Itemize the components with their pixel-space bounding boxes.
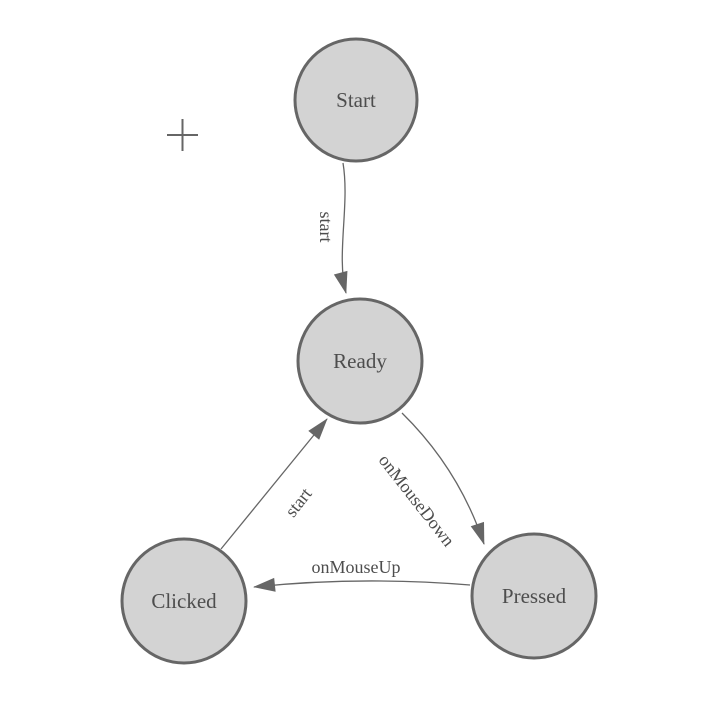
nodes-layer: Start Ready Clicked Pressed <box>120 37 598 665</box>
edge-start-to-ready[interactable] <box>333 162 348 294</box>
edge-clicked-to-ready[interactable] <box>220 418 328 550</box>
state-node-ready[interactable]: Ready <box>296 297 424 425</box>
crosshair-icon <box>167 119 198 151</box>
edge-label-start-left: start <box>281 484 316 521</box>
state-label-ready: Ready <box>333 349 387 373</box>
edges-layer <box>220 162 485 592</box>
state-node-clicked[interactable]: Clicked <box>120 537 248 665</box>
edge-label-onmouseup: onMouseUp <box>312 557 401 577</box>
state-circle-ready[interactable] <box>296 297 424 425</box>
edge-pressed-to-clicked[interactable] <box>253 577 471 592</box>
state-label-pressed: Pressed <box>502 584 567 608</box>
state-node-pressed[interactable]: Pressed <box>470 532 598 660</box>
state-circle-clicked[interactable] <box>120 537 248 665</box>
edge-ready-to-pressed[interactable] <box>401 412 485 545</box>
state-label-clicked: Clicked <box>151 589 217 613</box>
state-label-start: Start <box>336 88 376 112</box>
state-circle-start[interactable] <box>293 37 419 163</box>
state-circle-pressed[interactable] <box>470 532 598 660</box>
state-node-start[interactable]: Start <box>293 37 419 163</box>
edge-label-start-top: start <box>316 212 336 243</box>
